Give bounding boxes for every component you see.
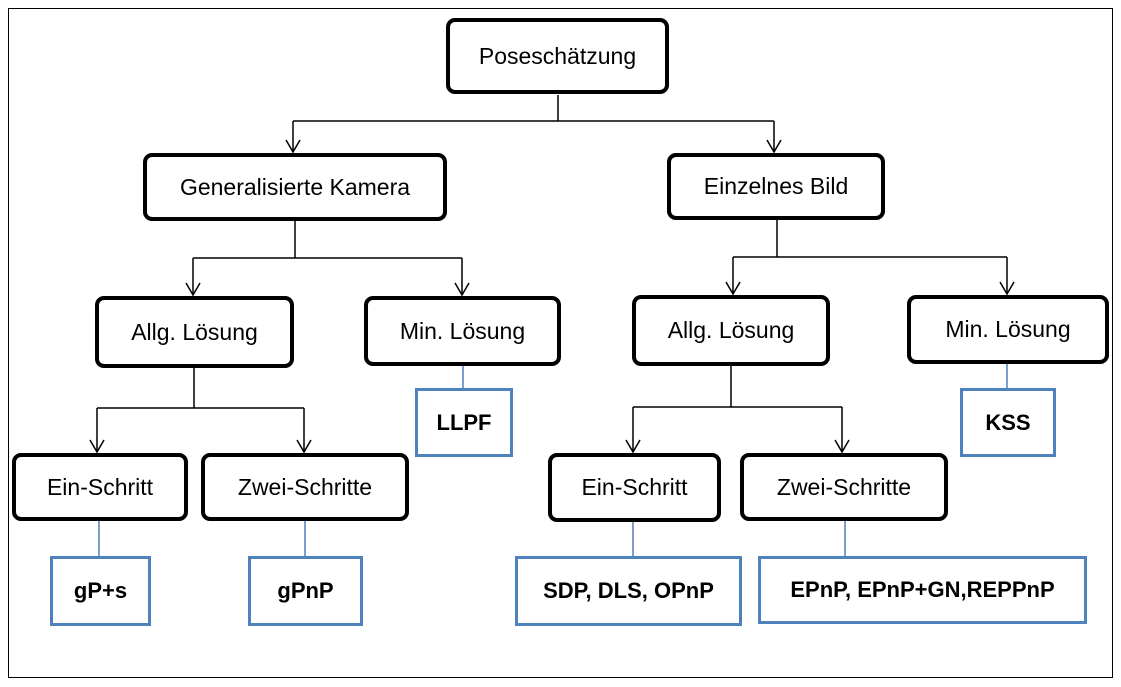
node-single-image: Einzelnes Bild	[667, 153, 885, 220]
node-generalized-camera: Generalisierte Kamera	[143, 153, 447, 221]
node-left-general-solution: Allg. Lösung	[95, 296, 294, 368]
connector-left-general	[97, 368, 304, 409]
connector-right	[733, 220, 1007, 258]
method-gps: gP+s	[50, 556, 151, 626]
connector-right-general	[633, 366, 842, 408]
node-left-two-step: Zwei-Schritte	[201, 453, 409, 521]
method-kss: KSS	[960, 388, 1056, 457]
method-gpnp: gPnP	[248, 556, 363, 626]
node-right-one-step: Ein-Schritt	[548, 453, 721, 522]
connector-root	[293, 95, 774, 122]
method-sdp-dls-opnp: SDP, DLS, OPnP	[515, 556, 742, 626]
node-right-minimal-solution: Min. Lösung	[907, 295, 1109, 364]
node-root: Poseschätzung	[446, 18, 669, 94]
node-left-one-step: Ein-Schritt	[12, 453, 188, 521]
connector-left	[193, 221, 462, 259]
node-left-minimal-solution: Min. Lösung	[364, 296, 561, 366]
diagram-frame	[8, 8, 1113, 678]
node-right-two-step: Zwei-Schritte	[740, 453, 948, 521]
method-llpf: LLPF	[415, 388, 513, 457]
node-right-general-solution: Allg. Lösung	[632, 295, 830, 366]
method-epnp-reppnp: EPnP, EPnP+GN,REPPnP	[758, 556, 1087, 624]
